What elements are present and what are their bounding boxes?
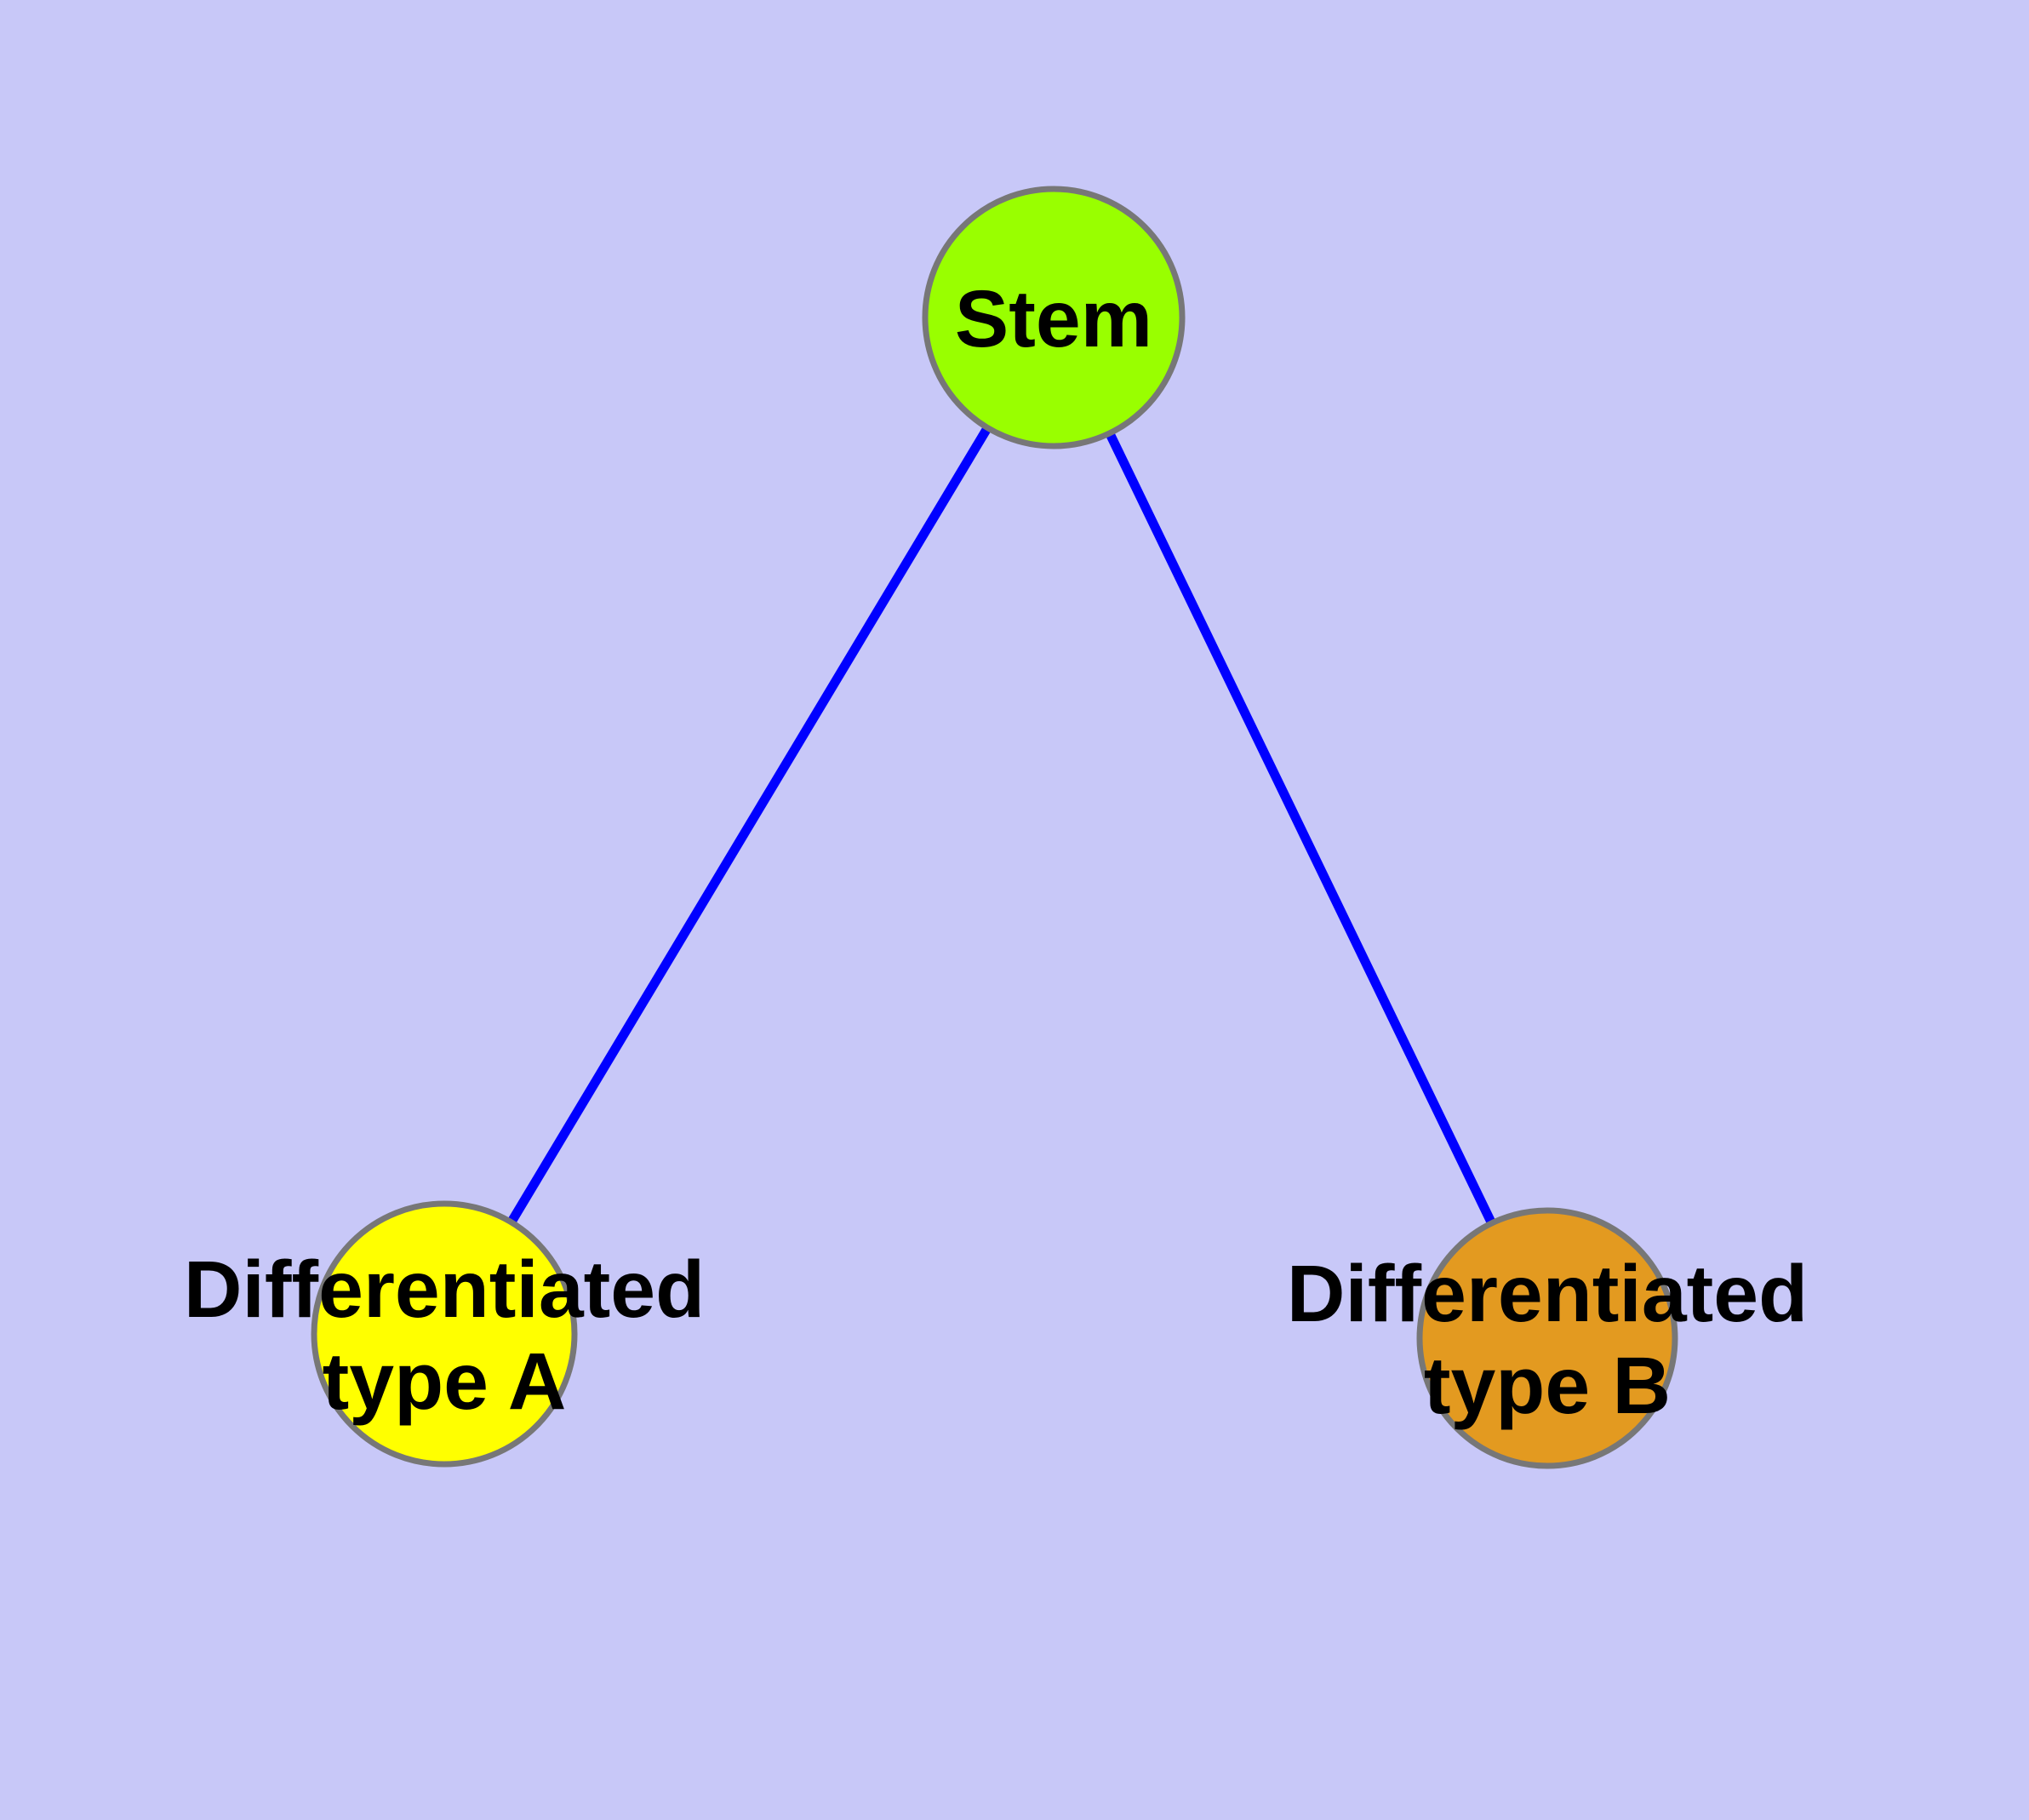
node-type-a-label-line-2: type A: [323, 1336, 567, 1427]
node-stem-circle: [922, 186, 1186, 449]
edge-stem-type-b: [1049, 315, 1552, 1341]
node-stem-label-line-1: Stem: [955, 274, 1152, 364]
node-type-b-circle: [1416, 1207, 1678, 1469]
node-stem: Stem: [922, 186, 1186, 449]
node-type-a-circle: [311, 1200, 578, 1468]
node-type-b-label-line-1: Differentiated: [1287, 1249, 1808, 1339]
node-type-a-label-line-1: Differentiated: [184, 1245, 705, 1335]
node-stem-label: Stem: [955, 274, 1152, 364]
edge-stem-type-a: [440, 315, 1058, 1336]
node-type-b-label-line-2: type B: [1424, 1341, 1671, 1431]
